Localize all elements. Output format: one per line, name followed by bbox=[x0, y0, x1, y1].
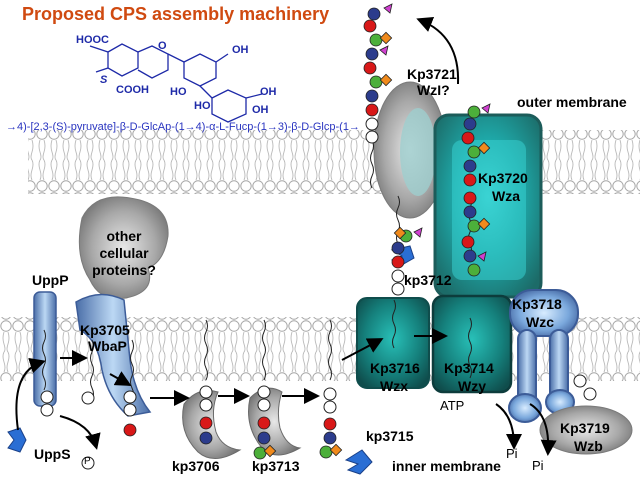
label-kp3705: Kp3705 bbox=[80, 322, 130, 338]
label-wzb: Wzb bbox=[574, 438, 603, 454]
label-wzc: Wzc bbox=[526, 314, 554, 330]
label-uppp: UppP bbox=[32, 272, 69, 288]
phosphate-groups bbox=[40, 117, 597, 470]
kp3714-wzy-protein bbox=[431, 294, 513, 394]
chem-s: S bbox=[100, 74, 108, 86]
label-kp3720: Kp3720 bbox=[478, 170, 528, 186]
label-wzy: Wzy bbox=[458, 378, 486, 394]
chem-cooh: COOH bbox=[116, 84, 149, 96]
label-kp3718: Kp3718 bbox=[512, 296, 562, 312]
chemical-structure bbox=[89, 43, 263, 123]
kp3721-inner-core bbox=[400, 108, 436, 196]
label-wza: Wza bbox=[492, 188, 520, 204]
chem-oh-3: OH bbox=[252, 104, 269, 116]
kp3720-wza-core bbox=[452, 140, 526, 280]
label-kp3713: kp3713 bbox=[252, 458, 300, 474]
label-other-proteins-1: other bbox=[106, 228, 142, 244]
chem-oh-2: OH bbox=[260, 86, 277, 98]
label-kp3712: kp3712 bbox=[404, 272, 452, 288]
label-outer-membrane: outer membrane bbox=[517, 94, 627, 110]
label-other-proteins-2: cellular bbox=[99, 245, 149, 261]
label-pi-2: Pi bbox=[532, 458, 544, 473]
kp3715-enzyme bbox=[344, 449, 373, 475]
chem-oh-1: OH bbox=[232, 44, 249, 56]
chem-hooc: HOOC bbox=[76, 34, 109, 46]
repeat-unit-formula: →4)-[2,3-(S)-pyruvate]-β-D-GlcAp-(1→4)-α… bbox=[6, 121, 360, 133]
kp3719-wzb-protein bbox=[539, 405, 633, 455]
label-inner-membrane: inner membrane bbox=[392, 458, 501, 474]
label-wzi: WzI? bbox=[417, 82, 450, 98]
chem-o-1: O bbox=[158, 40, 167, 52]
label-other-proteins-3: proteins? bbox=[92, 262, 156, 278]
label-upps: UppS bbox=[34, 446, 71, 462]
label-pi-1: Pi bbox=[506, 446, 518, 461]
label-kp3721: Kp3721 bbox=[407, 66, 457, 82]
label-wbap: WbaP bbox=[88, 338, 127, 354]
label-free-phosphate: P bbox=[84, 456, 91, 467]
label-wzx: Wzx bbox=[380, 378, 408, 394]
other-cellular-proteins-blob bbox=[78, 196, 169, 300]
label-kp3706: kp3706 bbox=[172, 458, 220, 474]
pathway-arrows bbox=[15, 17, 557, 456]
outer-membrane-bilayer bbox=[28, 130, 640, 194]
label-atp: ATP bbox=[440, 398, 465, 413]
label-kp3714: Kp3714 bbox=[444, 360, 494, 376]
chem-ho-2: HO bbox=[194, 100, 211, 112]
label-kp3716: Kp3716 bbox=[370, 360, 420, 376]
sugar-residues bbox=[123, 3, 491, 460]
diagram-title: Proposed CPS assembly machinery bbox=[22, 4, 330, 24]
upps-enzyme bbox=[7, 427, 27, 453]
label-kp3719: Kp3719 bbox=[560, 420, 610, 436]
label-kp3715: kp3715 bbox=[366, 428, 414, 444]
chem-ho-1: HO bbox=[170, 86, 187, 98]
kp3713-enzyme bbox=[248, 387, 302, 456]
